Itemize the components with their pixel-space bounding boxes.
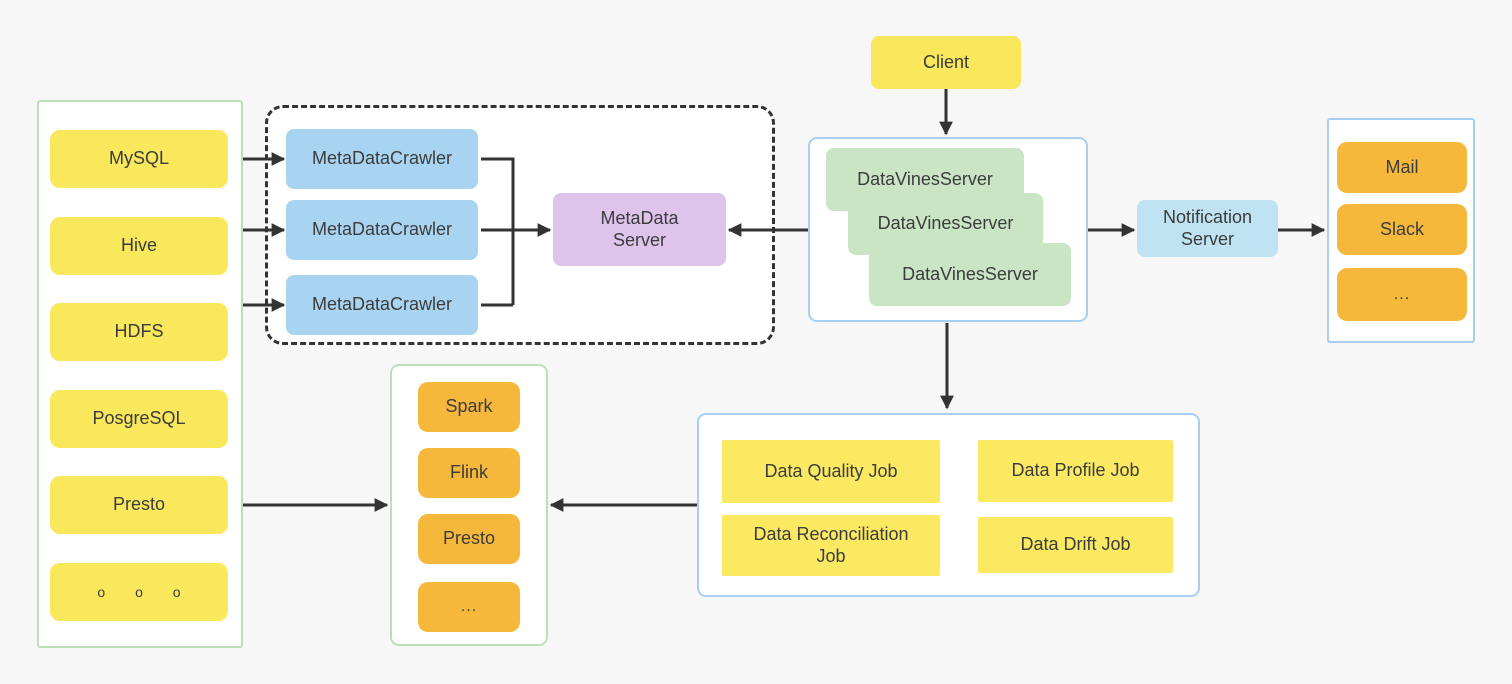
datasource-panel: [37, 100, 243, 648]
client-node: Client: [871, 36, 1021, 89]
metadata-server-line2: Server: [612, 229, 666, 250]
job-data-quality: Data Quality Job: [722, 440, 940, 503]
datasource-hive: Hive: [50, 217, 228, 275]
job-data-reconciliation: Data Reconciliation Job: [722, 515, 940, 576]
engine-more: ...: [418, 582, 520, 632]
datasource-mysql: MySQL: [50, 130, 228, 188]
job-data-drift: Data Drift Job: [978, 517, 1173, 573]
metadata-crawler-3: MetaDataCrawler: [286, 275, 478, 335]
job-data-profile: Data Profile Job: [978, 440, 1173, 502]
datasource-presto: Presto: [50, 476, 228, 534]
channel-mail: Mail: [1337, 142, 1467, 193]
engine-presto: Presto: [418, 514, 520, 564]
datasource-more: o o o: [50, 563, 228, 621]
datasource-hdfs: HDFS: [50, 303, 228, 361]
channel-more: ...: [1337, 268, 1467, 321]
notification-server: Notification Server: [1137, 200, 1278, 257]
metadata-crawler-1: MetaDataCrawler: [286, 129, 478, 189]
datavines-server-3: DataVinesServer: [869, 243, 1071, 306]
metadata-server: MetaData Server: [553, 193, 726, 266]
notification-server-line1: Notification: [1162, 206, 1253, 227]
channel-slack: Slack: [1337, 204, 1467, 255]
engine-flink: Flink: [418, 448, 520, 498]
metadata-crawler-2: MetaDataCrawler: [286, 200, 478, 260]
notification-server-line2: Server: [1180, 228, 1234, 249]
engine-spark: Spark: [418, 382, 520, 432]
datasource-posgresql: PosgreSQL: [50, 390, 228, 448]
metadata-server-line1: MetaData: [600, 207, 679, 228]
